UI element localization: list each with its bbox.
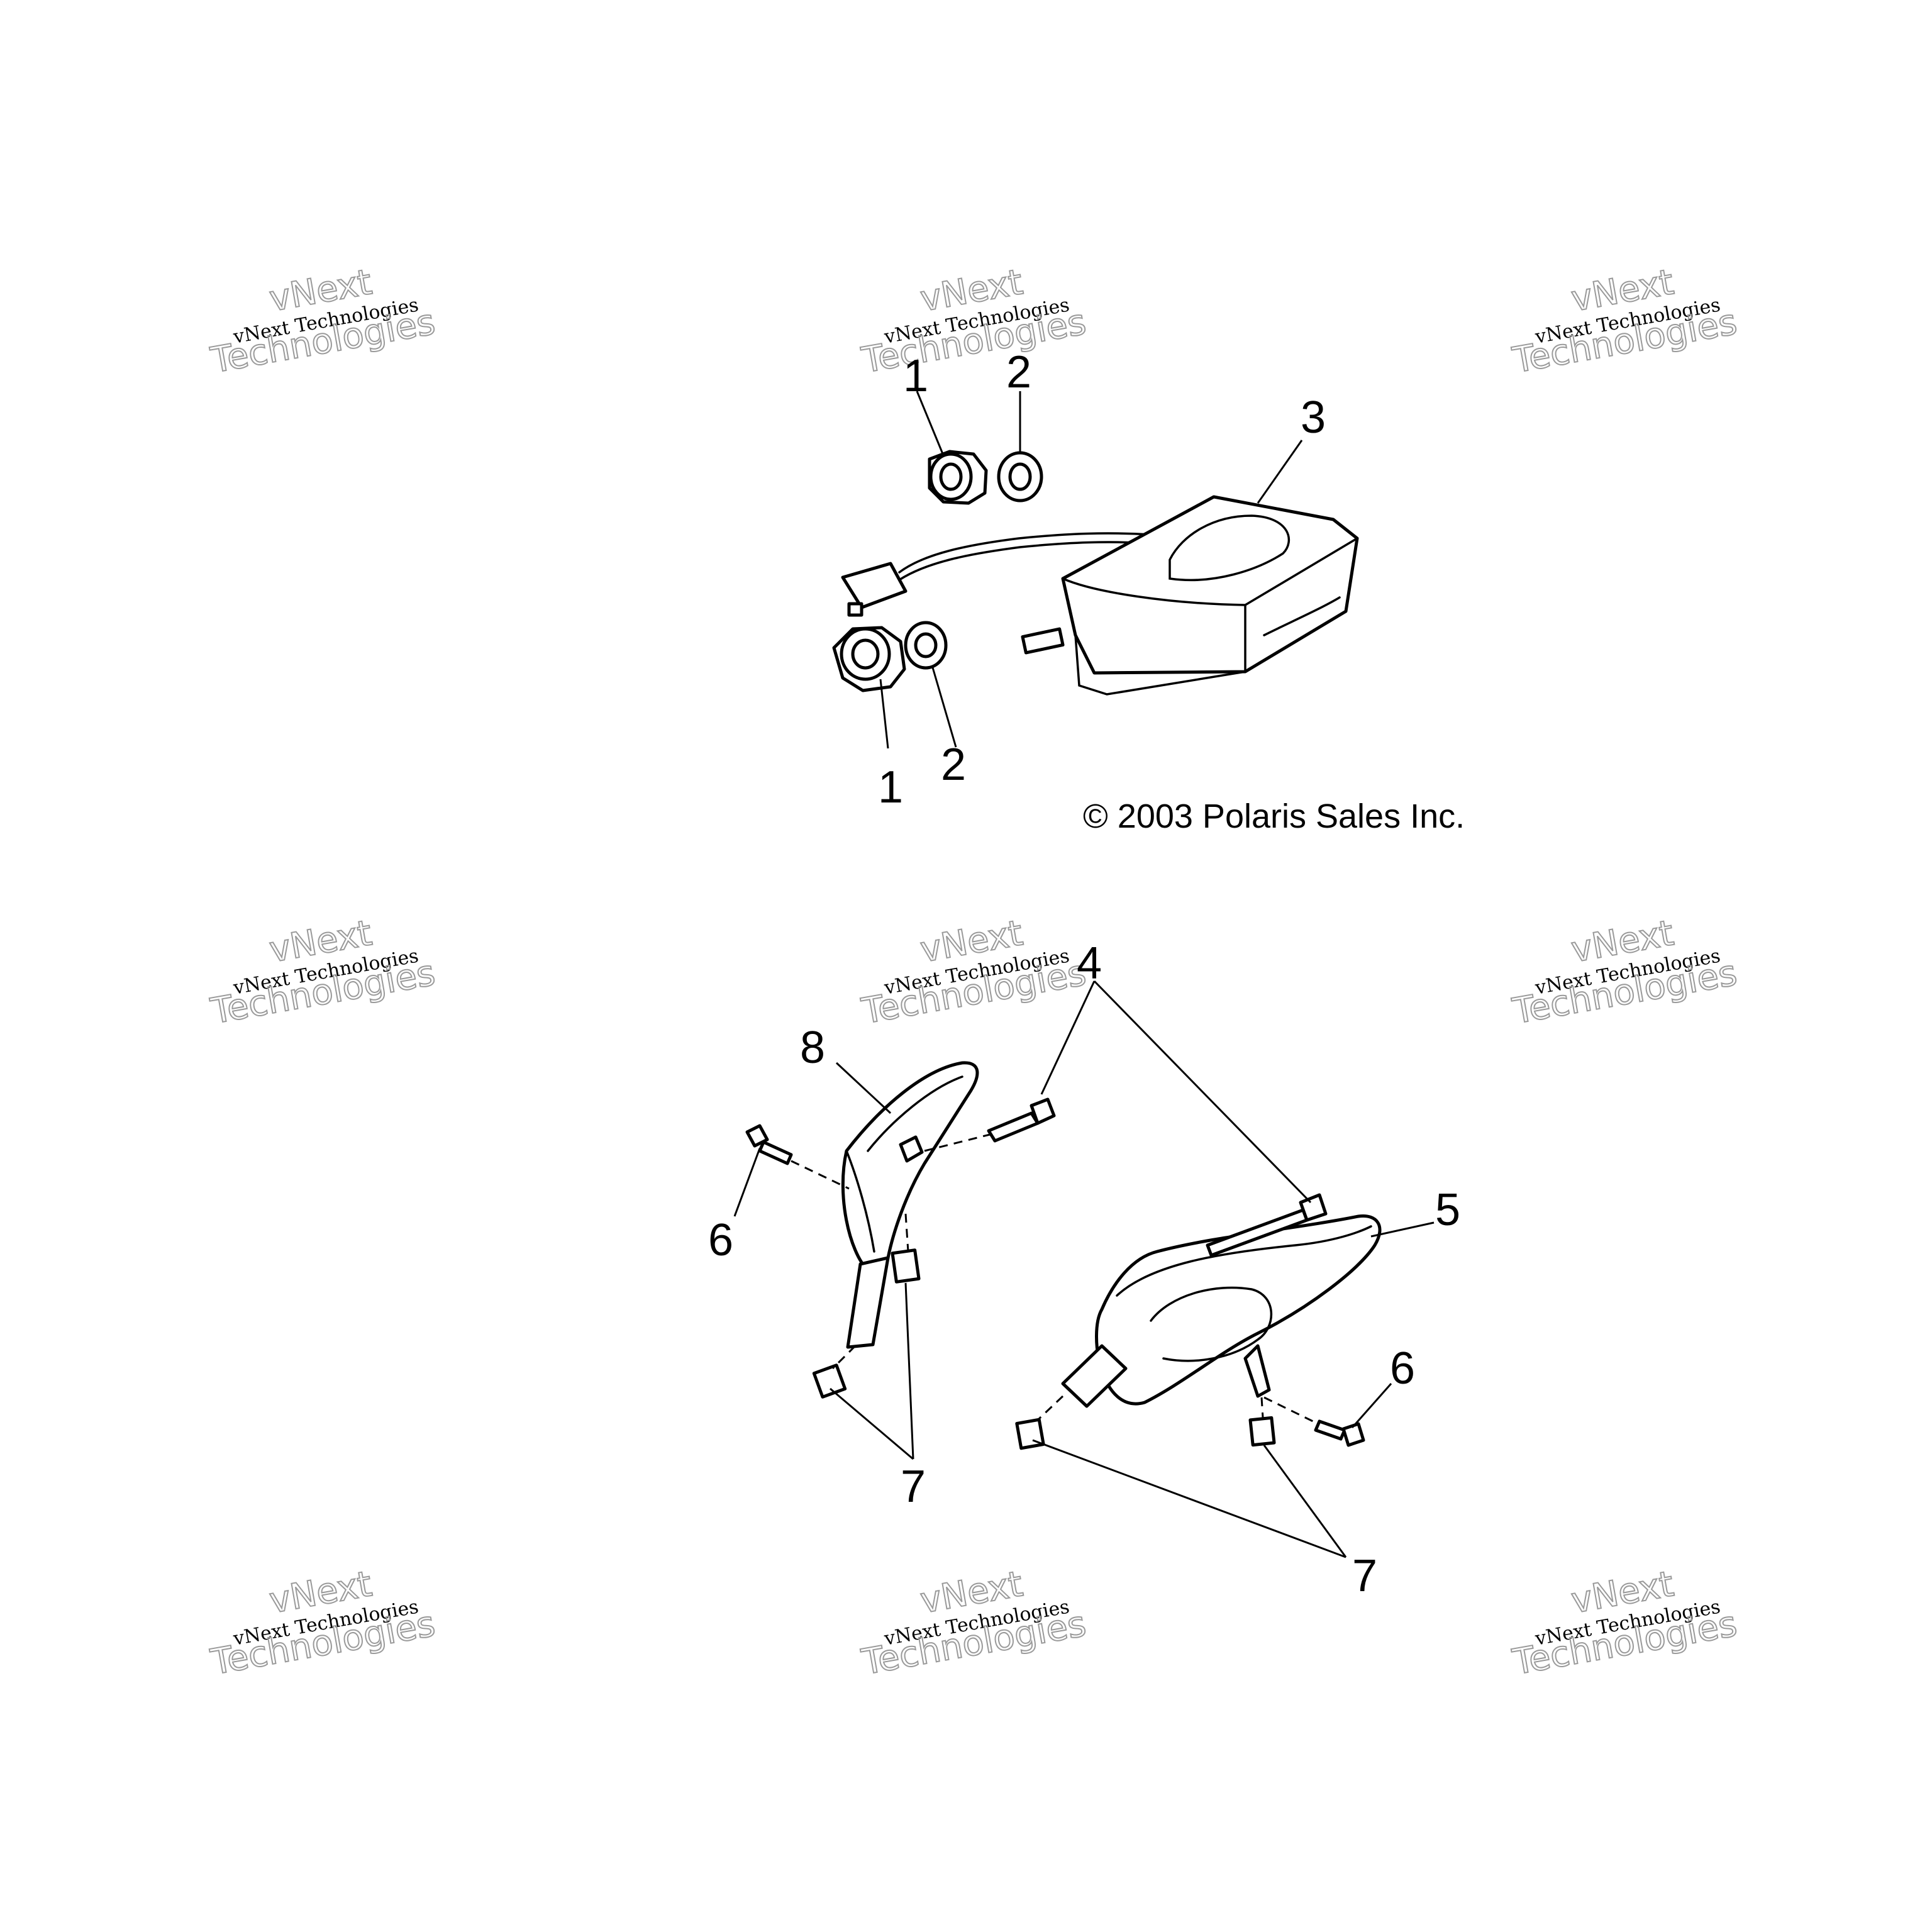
watermark-8: vNext vNext Technologies Technologies [858,1563,1090,1684]
clip-right-1 [1015,1418,1045,1450]
callout-headlight: 3 [1301,392,1326,443]
flange-nut-top [928,450,988,505]
harness-connector [841,562,908,609]
bolt-left [745,1124,850,1190]
flange-nut-bottom [832,626,906,692]
washer-bottom [904,621,948,670]
clip-right-2 [1248,1416,1276,1447]
callout-bolt-left: 6 [708,1215,733,1265]
housing-left [841,1061,979,1349]
watermark-7: vNext vNext Technologies Technologies [207,1563,439,1684]
clip-left-2 [812,1363,847,1399]
callout-washer-bottom: 2 [941,740,966,790]
callout-clip-left: 7 [901,1462,926,1512]
watermark-2: vNext vNext Technologies Technologies [858,261,1090,382]
callout-nut-bottom: 1 [878,762,903,813]
callout-nut-top: 1 [903,351,928,401]
housing-left-boss [899,1135,924,1163]
headlight-assembly: 1 2 3 1 2 © 2003 Polaris Sales Inc. [832,347,1465,835]
headlight-body [1021,495,1359,696]
watermark-1: vNext vNext Technologies Technologies [207,261,439,382]
watermark-4: vNext vNext Technologies Technologies [207,912,439,1033]
callout-screw: 4 [1077,938,1102,989]
wire-harness [841,532,1152,617]
callout-washer-top: 2 [1006,347,1031,397]
housing-left-stem [846,1256,890,1349]
callout-clip-right: 7 [1352,1551,1377,1601]
housing-right-stem [1061,1344,1128,1408]
watermark-6: vNext vNext Technologies Technologies [1509,912,1741,1033]
watermark-9: vNext vNext Technologies Technologies [1509,1563,1741,1684]
watermark-5: vNext vNext Technologies Technologies [858,912,1090,1033]
copyright-notice: © 2003 Polaris Sales Inc. [1083,797,1465,835]
bolt-right [1263,1396,1365,1447]
screw-left [924,1097,1056,1152]
screw-right [1206,1193,1328,1257]
connector-pin [847,602,863,617]
clip-left-1 [891,1248,921,1284]
mounting-tab [1021,627,1065,655]
housing-assembly: 4 8 5 6 6 7 7 [708,938,1460,1601]
housing-right [1061,1214,1382,1408]
callout-bolt-right: 6 [1390,1343,1415,1394]
callout-housing-left: 8 [800,1023,825,1073]
callout-housing-right: 5 [1435,1185,1460,1235]
housing-right-tab [1243,1344,1271,1398]
washer-top [997,451,1043,502]
watermark-3: vNext vNext Technologies Technologies [1509,261,1741,382]
